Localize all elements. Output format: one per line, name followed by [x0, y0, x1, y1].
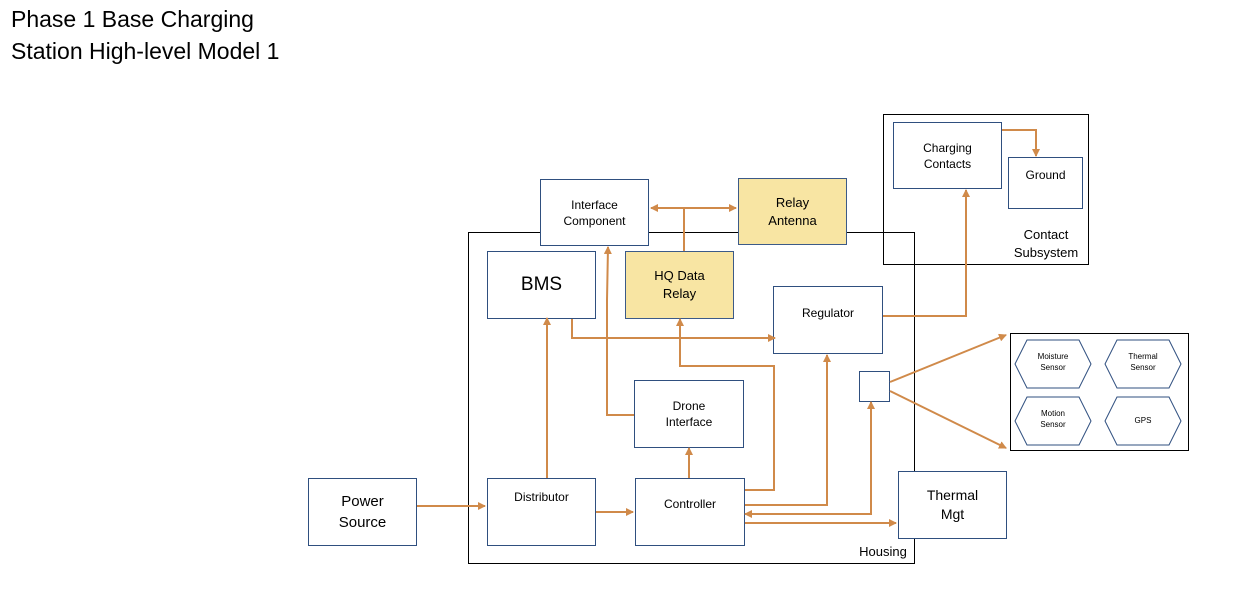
gps-hexagon: GPS: [1104, 396, 1182, 446]
thermal-sensor-shape: [1104, 339, 1182, 389]
motion-sensor-shape: [1014, 396, 1092, 446]
distributor-box: Distributor: [487, 478, 596, 546]
diagram-title: Phase 1 Base Charging Station High-level…: [11, 3, 279, 67]
arrow-bms-to-regulator: [571, 319, 776, 342]
sensor-cluster-frame: [1010, 333, 1189, 451]
arrow-hub-to-sensors-upper: [889, 333, 1007, 383]
gps-shape: [1104, 396, 1182, 446]
housing-frame: [468, 232, 915, 564]
gps-label: GPS: [1134, 416, 1152, 425]
moisture-sensor-shape: [1014, 339, 1092, 389]
arrow-sensorhub-controller: [744, 401, 875, 518]
arrow-regulator-to-charging: [883, 189, 970, 317]
ground-box: Ground: [1008, 157, 1083, 209]
arrow-hub-to-sensors-lower: [889, 390, 1007, 449]
housing-label: Housing: [859, 544, 907, 559]
arrow-charging-to-ground: [1002, 129, 1040, 157]
title-line-2: Station High-level Model 1: [11, 38, 280, 64]
regulator-box: Regulator: [773, 286, 883, 354]
title-line-1: Phase 1 Base Charging: [11, 6, 254, 32]
controller-box: Controller: [635, 478, 745, 546]
sensor-hub-box: [859, 371, 890, 402]
bms-box: BMS: [487, 251, 596, 319]
arrow-drone-to-interface: [603, 246, 634, 416]
contact-subsystem-label: Contact Subsystem: [1013, 227, 1079, 260]
contact-subsystem-frame: [883, 114, 1089, 265]
arrow-controller-to-regulator: [745, 354, 831, 506]
arrow-controller-to-hq: [676, 318, 775, 491]
